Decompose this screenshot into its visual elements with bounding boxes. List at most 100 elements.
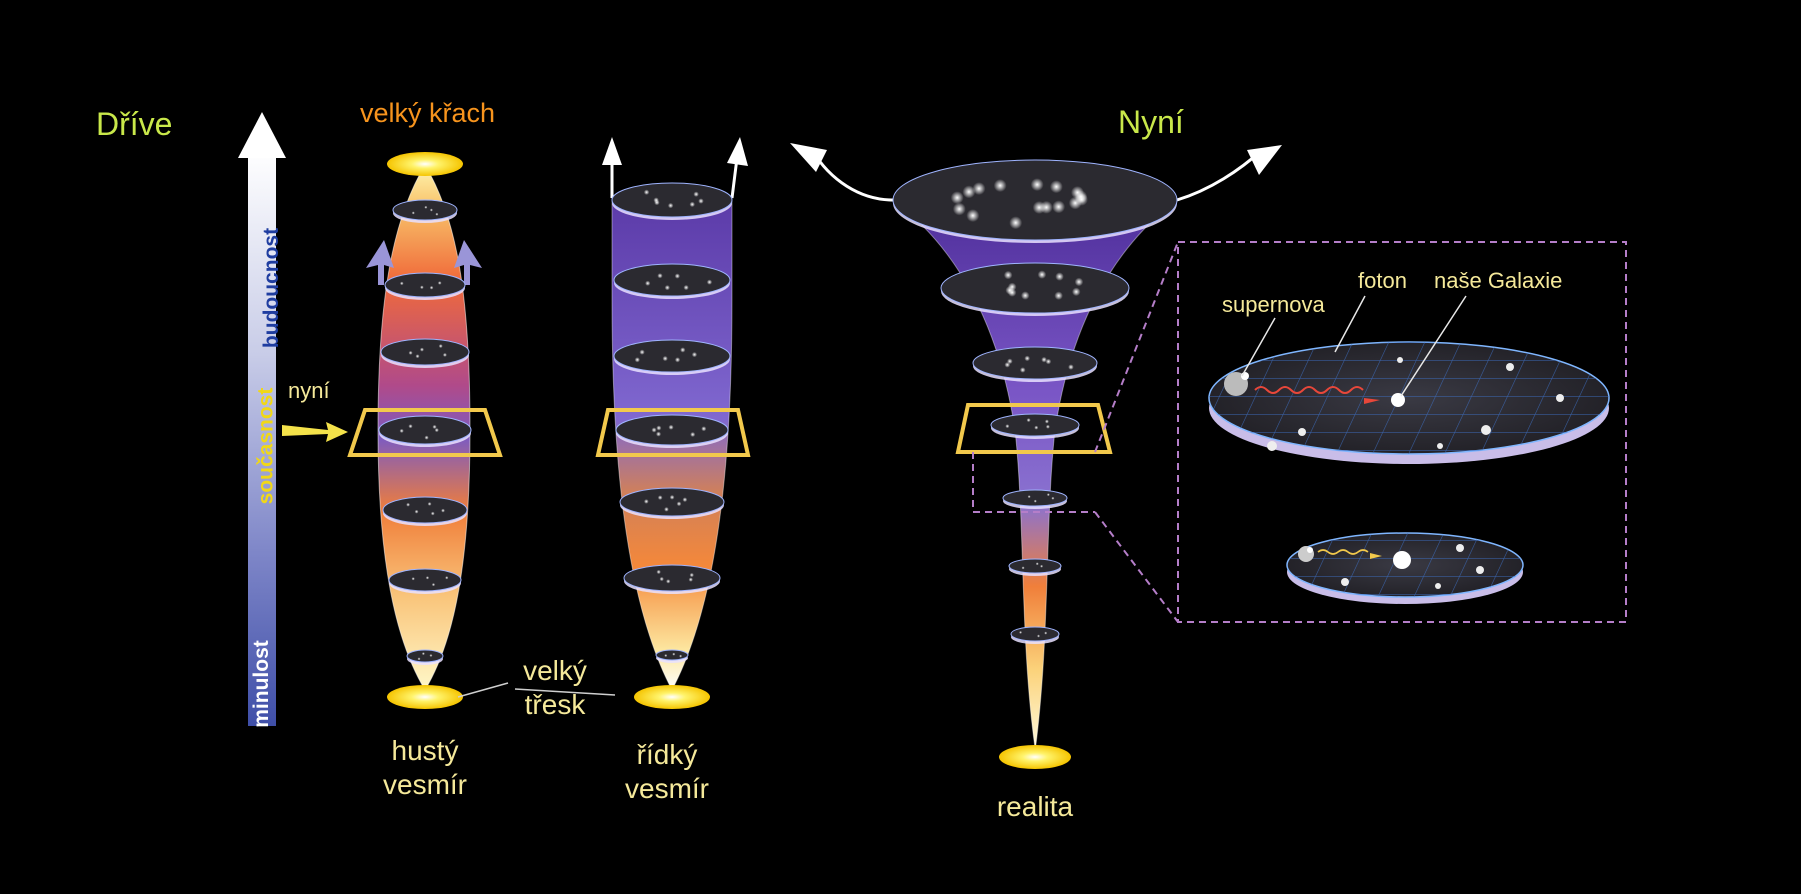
galaxy-dot — [1052, 200, 1066, 214]
galaxy-dot — [1019, 630, 1023, 634]
galaxy-dot — [634, 357, 640, 363]
galaxy-disk — [619, 487, 725, 517]
galaxy-dot — [420, 285, 424, 290]
galaxy-dot — [434, 428, 439, 433]
galaxy-dot — [427, 502, 432, 506]
galaxy-dot — [679, 654, 683, 658]
inset-pointer-lines — [1241, 295, 1467, 397]
galaxy-dot — [651, 427, 657, 433]
big-bang-line-2: třesk — [524, 689, 586, 720]
galaxy-dot — [674, 357, 681, 363]
our-galaxy-label: naše Galaxie — [1434, 268, 1563, 293]
galaxy-dot — [674, 273, 680, 279]
galaxy-dot — [690, 431, 696, 438]
galaxy-dot — [399, 281, 404, 286]
galaxy-dot — [645, 280, 651, 286]
photon-label: foton — [1358, 268, 1407, 293]
galaxy-dot — [664, 654, 668, 658]
galaxy-dot — [445, 576, 449, 580]
galaxy-dot — [1024, 355, 1031, 362]
galaxy-dot — [1033, 499, 1037, 503]
galaxy-dot — [962, 185, 976, 199]
galaxy-dot — [1019, 367, 1026, 373]
now-frames — [347, 403, 1113, 457]
galaxy-dot — [952, 202, 966, 216]
heading-before: Dříve — [96, 106, 173, 142]
galaxy-dot — [683, 284, 689, 291]
galaxy-dot — [1035, 562, 1039, 566]
galaxy-dot — [1049, 180, 1063, 194]
galaxy-dot — [1037, 270, 1047, 279]
galaxy-dot — [1034, 425, 1039, 430]
big-bang-pointer-lines — [457, 682, 616, 698]
galaxy-dot — [1039, 200, 1053, 214]
big-bang-glow-reality — [999, 745, 1071, 769]
galaxy-dot — [399, 428, 404, 433]
big-bang-line-1: velký — [523, 655, 587, 686]
timeline-past-wrap: minulost — [246, 640, 278, 728]
timeline-future-wrap: budoucnost — [246, 228, 283, 348]
galaxy-dot — [657, 273, 663, 279]
galaxy-disk — [1008, 558, 1062, 574]
inset-galaxy-disk-small — [1286, 532, 1524, 604]
galaxy-dot — [656, 569, 661, 575]
galaxy-dot — [689, 572, 694, 578]
time-arrow — [238, 112, 286, 726]
galaxy-disk — [1002, 489, 1068, 507]
dense-universe-label: hustý vesmír — [370, 734, 480, 802]
galaxy-dot — [643, 189, 650, 195]
galaxy-dot — [432, 424, 437, 429]
galaxy-dot — [1071, 287, 1081, 297]
timeline-past-label: minulost — [249, 640, 273, 728]
galaxy-disk — [613, 263, 731, 297]
galaxy-dot — [1021, 566, 1025, 570]
galaxy-dot — [421, 652, 425, 656]
dense-line-2: vesmír — [383, 769, 467, 800]
galaxy-dot — [1068, 364, 1074, 370]
big-bang-label: velký třesk — [510, 654, 600, 722]
big-crunch-glow — [387, 152, 463, 176]
galaxy-disks — [378, 159, 1178, 665]
galaxy-dot — [993, 179, 1007, 193]
galaxy-dot — [682, 497, 688, 503]
galaxy-dot — [701, 426, 707, 432]
galaxy-dot — [1074, 277, 1084, 287]
galaxy-dot — [1044, 419, 1049, 424]
big-crunch-label: velký křach — [360, 98, 496, 128]
galaxy-dot — [664, 506, 669, 512]
now-pointer-arrow — [282, 422, 348, 442]
galaxy-dot — [668, 424, 674, 430]
galaxy-dot — [408, 350, 413, 355]
galaxy-dot — [431, 582, 436, 587]
galaxy-disk — [1010, 626, 1060, 642]
our-galaxy-marker — [1391, 393, 1405, 407]
galaxy-dot — [438, 344, 443, 349]
galaxy-dot — [639, 349, 645, 355]
galaxy-disk — [990, 413, 1080, 437]
galaxy-dot — [417, 657, 421, 661]
galaxy-disk — [611, 182, 733, 218]
galaxy-dot — [657, 495, 663, 500]
galaxy-dot — [666, 579, 671, 584]
galaxy-disk — [392, 199, 458, 221]
galaxy-dot — [435, 212, 439, 216]
galaxy-dot — [688, 577, 693, 582]
galaxy-dot — [437, 281, 442, 285]
galaxy-dot — [972, 182, 986, 196]
galaxy-disk — [972, 346, 1098, 380]
galaxy-dot — [672, 652, 676, 656]
galaxy-dot — [1044, 631, 1048, 635]
galaxy-dot — [441, 508, 445, 513]
heading-now: Nyní — [1118, 104, 1184, 140]
galaxy-dot — [669, 494, 675, 500]
galaxy-dot — [1045, 358, 1052, 365]
galaxy-dot — [1074, 190, 1088, 204]
galaxy-dot — [950, 191, 964, 205]
galaxy-dot — [680, 347, 686, 353]
galaxy-dot — [691, 351, 698, 358]
galaxy-dot — [667, 202, 674, 209]
galaxy-dot — [424, 205, 428, 209]
galaxy-dot — [424, 435, 429, 440]
galaxy-dot — [654, 199, 660, 206]
